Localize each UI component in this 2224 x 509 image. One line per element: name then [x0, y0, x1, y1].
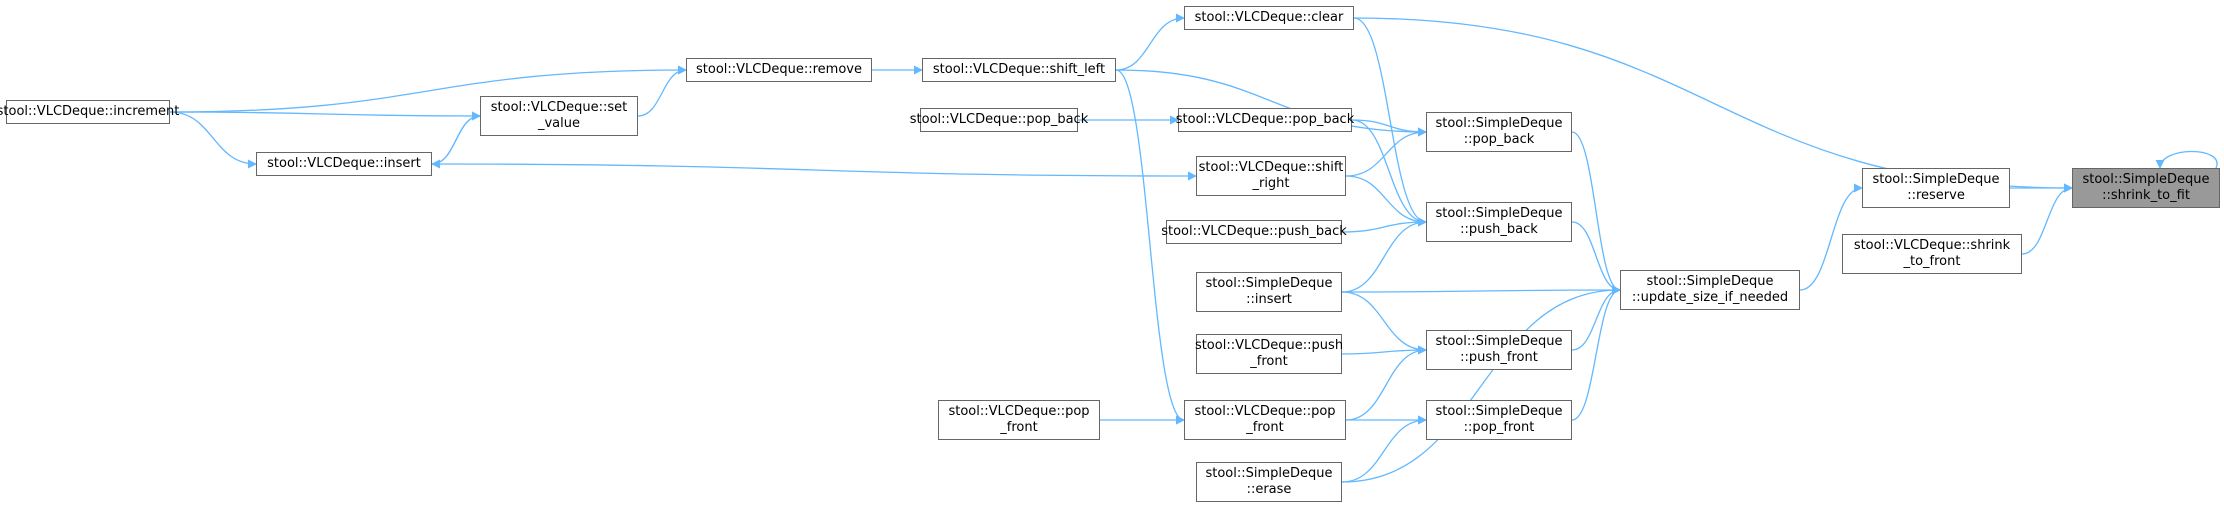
edge-shrink-to-fit-to-shrink-to-fit — [2155, 150, 2218, 169]
node-label-line: stool::VLCDeque::set — [490, 100, 628, 115]
node-vlc-clear[interactable]: stool::VLCDeque::clear — [1184, 6, 1354, 30]
node-vlc-push-back[interactable]: stool::VLCDeque::push_back — [1161, 220, 1347, 244]
node-label-line: stool::VLCDeque::increment — [0, 104, 180, 119]
node-label-line: stool::SimpleDeque — [1435, 334, 1563, 349]
edge-update-size-to-sd-erase — [1341, 285, 1621, 483]
node-vlc-pop-front[interactable]: stool::VLCDeque::pop_front — [1184, 400, 1346, 440]
edge-sd-push-back-to-vlc-clear — [1353, 17, 1427, 227]
node-label-line: ::erase — [1246, 482, 1292, 497]
edge-vlc-remove-to-vlc-increment — [169, 65, 687, 113]
node-label-line: _front — [1000, 420, 1038, 435]
node-label-line: stool::VLCDeque::push_back — [1161, 224, 1347, 239]
node-label-line: ::shrink_to_fit — [2102, 188, 2190, 203]
node-vlc-insert[interactable]: stool::VLCDeque::insert — [256, 152, 432, 176]
node-shrink-to-fit[interactable]: stool::SimpleDeque::shrink_to_fit — [2072, 168, 2220, 208]
node-sd-insert[interactable]: stool::SimpleDeque::insert — [1196, 272, 1342, 312]
node-vlc-pop-back-2[interactable]: stool::VLCDeque::pop_back — [910, 108, 1088, 132]
node-label-line: stool::VLCDeque::shift_left — [932, 62, 1106, 77]
node-sd-pop-front[interactable]: stool::SimpleDeque::pop_front — [1426, 400, 1572, 440]
node-label-line: stool::VLCDeque::clear — [1194, 10, 1344, 25]
node-label-line: stool::VLCDeque::pop_back — [1175, 112, 1355, 127]
edge-vlc-insert-to-vlc-set-value — [431, 115, 481, 169]
edge-sd-pop-back-to-vlc-pop-back — [1351, 119, 1427, 137]
node-label-line: stool::SimpleDeque — [1205, 276, 1333, 291]
edge-shrink-to-fit-to-vlc-clear — [1353, 17, 2073, 193]
edge-update-size-to-sd-push-back — [1571, 221, 1621, 295]
node-vlc-pop-back[interactable]: stool::VLCDeque::pop_back — [1175, 108, 1355, 132]
edge-update-size-to-sd-pop-back — [1571, 131, 1621, 295]
edge-shrink-to-fit-to-vlc-shrink-to-front — [2021, 183, 2073, 255]
node-label-line: stool::VLCDeque::remove — [696, 62, 862, 77]
edge-sd-push-front-to-vlc-pop-front — [1345, 345, 1427, 421]
node-vlc-shift-right[interactable]: stool::VLCDeque::shift_right — [1196, 156, 1346, 196]
edge-sd-push-back-to-sd-insert — [1341, 217, 1427, 293]
node-update-size[interactable]: stool::SimpleDeque::update_size_if_neede… — [1620, 270, 1800, 310]
node-label-line: stool::SimpleDeque — [1205, 466, 1333, 481]
node-label-line: ::insert — [1246, 292, 1292, 307]
node-label-line: stool::VLCDeque::shrink — [1853, 238, 2011, 253]
node-sd-push-front[interactable]: stool::SimpleDeque::push_front — [1426, 330, 1572, 370]
node-sd-erase[interactable]: stool::SimpleDeque::erase — [1196, 462, 1342, 502]
edge-vlc-set-value-to-vlc-increment — [169, 111, 481, 121]
edge-sd-push-back-to-vlc-pop-back — [1351, 119, 1427, 227]
edge-sd-push-front-to-vlc-push-front — [1341, 345, 1427, 355]
edge-sd-pop-back-to-vlc-shift-right — [1345, 127, 1427, 177]
edge-update-size-to-sd-pop-front — [1571, 285, 1621, 421]
node-vlc-shrink-to-front[interactable]: stool::VLCDeque::shrink_to_front — [1842, 234, 2022, 274]
edge-vlc-clear-to-vlc-shift-left — [1115, 13, 1185, 71]
node-label-line: stool::VLCDeque::shift — [1198, 160, 1344, 175]
node-label-line: ::pop_back — [1463, 132, 1535, 147]
node-label-line: stool::VLCDeque::pop — [948, 404, 1090, 419]
node-label-line: ::pop_front — [1463, 420, 1535, 435]
node-label-line: stool::SimpleDeque — [1435, 404, 1563, 419]
node-reserve[interactable]: stool::SimpleDeque::reserve — [1862, 168, 2010, 208]
edge-sd-pop-front-to-sd-erase — [1341, 415, 1427, 483]
node-vlc-increment[interactable]: stool::VLCDeque::increment — [0, 100, 179, 124]
node-sd-push-back[interactable]: stool::SimpleDeque::push_back — [1426, 202, 1572, 242]
edge-vlc-insert-to-vlc-increment — [169, 111, 257, 169]
node-label-line: stool::VLCDeque::insert — [267, 156, 421, 171]
edge-update-size-to-sd-insert — [1341, 285, 1621, 295]
node-vlc-push-front[interactable]: stool::VLCDeque::push_front — [1194, 334, 1344, 374]
node-label-line: stool::VLCDeque::pop — [1194, 404, 1336, 419]
node-vlc-set-value[interactable]: stool::VLCDeque::set_value — [480, 96, 638, 136]
edge-vlc-remove-to-vlc-set-value — [637, 65, 687, 117]
node-sd-pop-back[interactable]: stool::SimpleDeque::pop_back — [1426, 112, 1572, 152]
edge-sd-pop-back-to-vlc-shift-left — [1115, 69, 1427, 137]
node-label-line: stool::SimpleDeque — [1435, 206, 1563, 221]
edge-sd-push-front-to-sd-insert — [1341, 291, 1427, 355]
node-label-line: ::reserve — [1907, 188, 1965, 203]
edge-vlc-pop-front-to-vlc-shift-left — [1115, 69, 1185, 425]
node-label-line: stool::SimpleDeque — [2082, 172, 2210, 187]
node-label-line: _right — [1252, 176, 1290, 191]
node-label-line: stool::VLCDeque::push — [1194, 338, 1344, 353]
node-label-line: stool::SimpleDeque — [1435, 116, 1563, 131]
node-label-line: stool::SimpleDeque — [1646, 274, 1774, 289]
edge-reserve-to-update-size — [1799, 183, 1863, 291]
node-label-line: ::push_front — [1460, 350, 1538, 365]
node-vlc-pop-front-2[interactable]: stool::VLCDeque::pop_front — [938, 400, 1100, 440]
node-vlc-remove[interactable]: stool::VLCDeque::remove — [686, 58, 872, 82]
edge-sd-push-back-to-vlc-push-back — [1341, 217, 1427, 233]
edge-vlc-shift-right-to-vlc-insert — [431, 163, 1197, 181]
node-label-line: _to_front — [1903, 254, 1961, 269]
edge-update-size-to-sd-push-front — [1571, 285, 1621, 351]
node-label-line: _front — [1246, 420, 1284, 435]
edge-sd-push-back-to-vlc-shift-right — [1345, 175, 1427, 227]
node-label-line: ::update_size_if_needed — [1631, 290, 1789, 305]
node-label-line: _value — [537, 116, 580, 131]
node-label-line: ::push_back — [1460, 222, 1538, 237]
node-label-line: stool::VLCDeque::pop_back — [909, 112, 1089, 127]
node-label-line: _front — [1250, 354, 1288, 369]
node-label-line: stool::SimpleDeque — [1872, 172, 2000, 187]
node-vlc-shift-left[interactable]: stool::VLCDeque::shift_left — [922, 58, 1116, 82]
